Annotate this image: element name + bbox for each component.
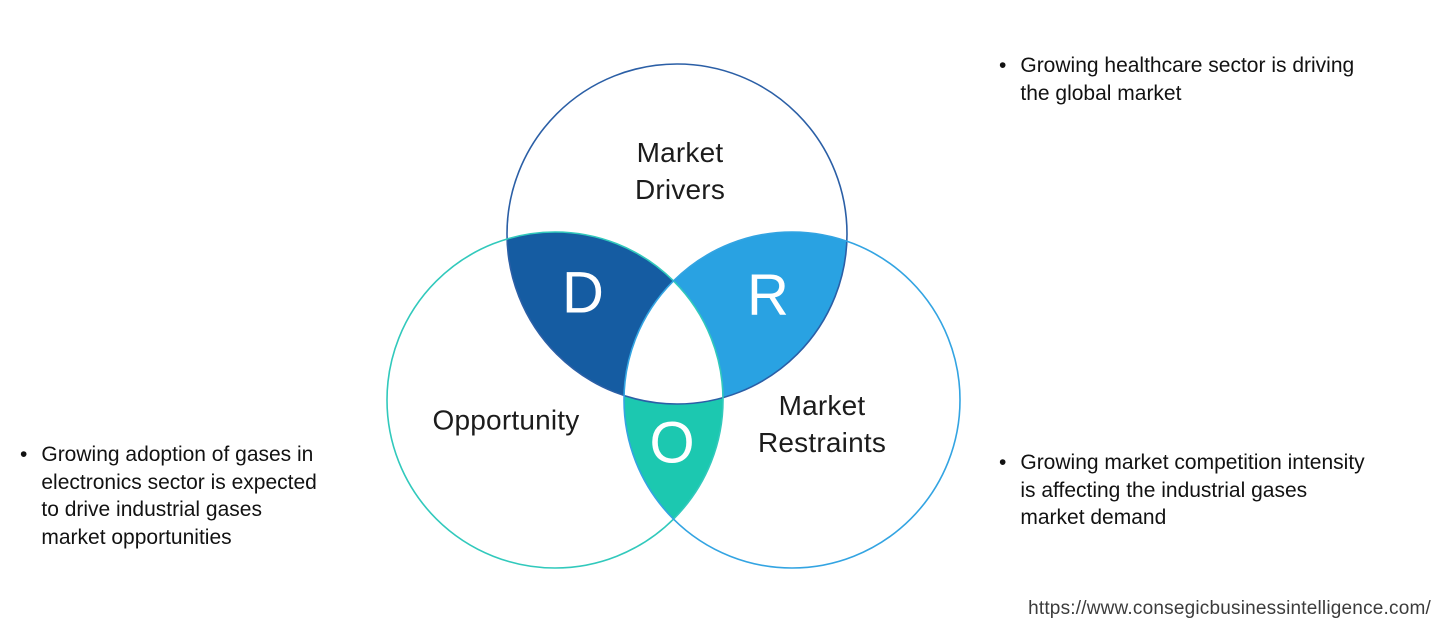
label-market-restraints: Market Restraints [758,387,886,461]
label-line: Drivers [634,174,726,205]
label-line: Opportunity [432,404,580,436]
letter-d: D [562,261,604,326]
note-line: electronics sector is expected [41,470,317,494]
intersection-opportunity-restraints [387,232,723,568]
label-line: Restraints [757,427,887,458]
note-electronics: • Growing adoption of gases in electroni… [20,441,317,551]
letter-r: R [747,263,789,328]
restraints-circle-outline [623,231,961,569]
note-line: the global market [1020,81,1182,105]
note-line: Growing market competition intensity [1020,451,1365,474]
footer-url: https://www.consegicbusinessintelligence… [1028,598,1431,619]
note-text: Growing adoption of gases in electronics… [41,441,316,551]
note-line: is affecting the industrial gases [1020,478,1308,502]
label-line: Market [778,390,866,421]
note-line: market opportunities [41,525,232,549]
label-line: Market [636,137,724,168]
note-line: market demand [1020,506,1167,529]
bullet-icon: • [999,451,1007,474]
letter-o: O [649,411,694,476]
drivers-circle-outline [506,63,848,405]
note-healthcare: • Growing healthcare sector is driving t… [999,52,1354,107]
bullet-icon: • [20,443,28,466]
note-line: Growing healthcare sector is driving [1020,54,1355,77]
opportunity-circle-outline [386,231,724,569]
note-text: Growing market competition intensity is … [1020,449,1364,532]
note-line: to drive industrial gases [41,498,262,521]
note-line: Growing adoption of gases in [41,443,314,466]
note-text: Growing healthcare sector is driving the… [1020,52,1354,107]
label-opportunity: Opportunity [433,402,580,439]
bullet-icon: • [999,54,1007,77]
note-competition: • Growing market competition intensity i… [999,449,1365,532]
label-market-drivers: Market Drivers [635,134,725,208]
